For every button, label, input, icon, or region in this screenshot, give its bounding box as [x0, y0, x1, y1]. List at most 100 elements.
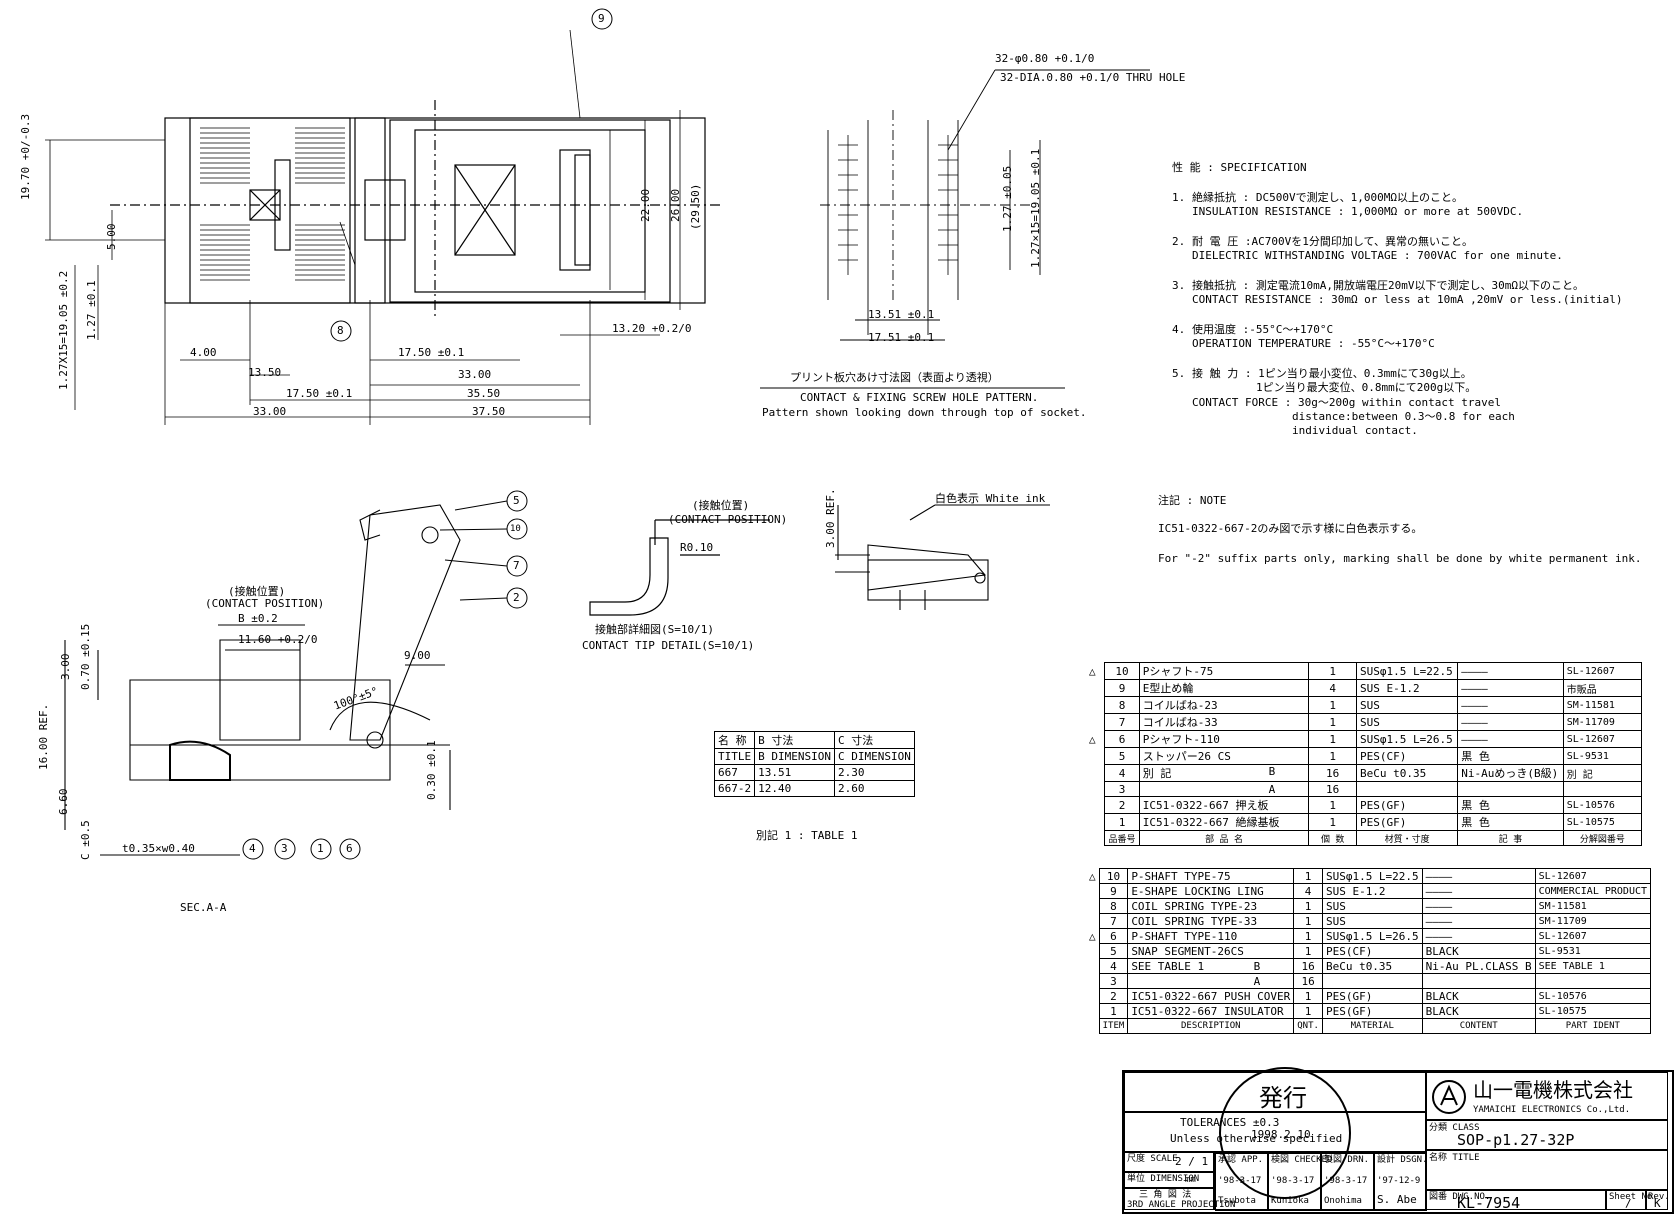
approval-role: 設計 DSGN. — [1377, 1155, 1428, 1165]
bom-name: COIL SPRING TYPE-23 — [1127, 898, 1295, 914]
dim-13-51: 13.51 ±0.1 — [868, 308, 935, 321]
bom-no: 9 — [1098, 883, 1129, 899]
bom-mat — [1355, 781, 1459, 797]
dim-13-50: 13.50 — [248, 366, 282, 379]
bom-name-text: COIL SPRING TYPE-33 — [1131, 914, 1258, 928]
bom-name-text: 別 記 — [1142, 767, 1172, 780]
table-cell: B DIMENSION — [754, 748, 835, 765]
unit-cell: 単位 DIMENSION mm — [1124, 1172, 1214, 1188]
bom-part: 別 記 — [1562, 764, 1643, 782]
approval-name: S. Abe — [1377, 1193, 1417, 1206]
bom-qty: 1 — [1293, 913, 1323, 929]
dim-26-00: 26.00 — [669, 188, 682, 222]
bom-no: 10 — [1104, 662, 1140, 680]
bom-mat: PES(GF) — [1355, 796, 1459, 814]
bom-name: コイルばね-23 — [1138, 696, 1310, 714]
dim-9-00: 9.00 — [404, 649, 431, 662]
bom-footer: 部 品 名 — [1138, 830, 1310, 846]
bom-rev — [1086, 944, 1099, 959]
bom-name: COIL SPRING TYPE-33 — [1127, 913, 1295, 929]
dim-pin-pitch-total: 1.27X15=19.05 ±0.2 — [57, 270, 70, 390]
bom-footer: CONTENT — [1421, 1018, 1536, 1034]
bom-footer: DESCRIPTION — [1127, 1018, 1295, 1034]
company-jp: 山一電機株式会社 — [1473, 1078, 1633, 1102]
balloon-4: 4 — [249, 842, 256, 855]
table-1-caption: 別記 1 : TABLE 1 — [756, 829, 858, 842]
bom-fin: 黒 色 — [1457, 796, 1564, 814]
spec-heading: 性 能 : SPECIFICATION — [1172, 161, 1307, 174]
white-ink-label: 白色表示 White ink — [935, 492, 1046, 505]
pattern-title-jp: プリント板穴あけ寸法図（表面より透視） — [790, 371, 999, 384]
dim-19-70: 19.70 +0/-0.3 — [19, 113, 32, 200]
dwg-label: 図番 DWG.NO. — [1429, 1192, 1491, 1202]
bom-footer: ITEM — [1098, 1018, 1129, 1034]
contact-pos-en-1: (CONTACT POSITION) — [205, 597, 325, 610]
table-cell: C 寸法 — [833, 731, 915, 749]
bom-qty: 1 — [1293, 928, 1323, 944]
bom-part: SEE TABLE 1 — [1534, 958, 1652, 974]
table-cell: 2.30 — [833, 764, 915, 781]
bom-rev — [1086, 914, 1099, 929]
bom-sub: B — [1268, 765, 1276, 778]
table-row: 667-2 12.40 2.60 — [713, 780, 915, 797]
bom-no: 8 — [1104, 696, 1140, 714]
dim-37-50: 37.50 — [472, 405, 506, 418]
bom-name: P-SHAFT TYPE-110 — [1127, 928, 1295, 944]
title-name-cell: 名称 TITLE — [1426, 1150, 1668, 1190]
spec-3-jp: 接触抵抗 : 測定電流10mA,開放端電圧20mV以下で測定し、30mΩ以下のこ… — [1192, 279, 1584, 292]
bom-footer: MATERIAL — [1321, 1018, 1423, 1034]
dim-17-51: 17.51 ±0.1 — [868, 331, 935, 344]
bom-name-text: ストッパー26 CS — [1142, 750, 1231, 763]
bom-name-text: IC51-0322-667 PUSH COVER — [1131, 989, 1291, 1003]
bom-name-text: IC51-0322-667 押え板 — [1142, 799, 1269, 812]
approval-name: Kunioka — [1271, 1196, 1309, 1206]
spec-force-en3: individual contact. — [1292, 424, 1418, 437]
hole-callout-en: 32-DIA.0.80 +0.1/0 THRU HOLE — [1000, 71, 1186, 84]
sheet-label: Sheet No. — [1609, 1192, 1658, 1202]
spec-4-jp: 使用温度 :-55°C〜+170°C — [1192, 323, 1334, 336]
table-cell: 12.40 — [754, 780, 835, 797]
bom-part: SM-11581 — [1534, 898, 1652, 914]
bom-qty: 16 — [1308, 781, 1357, 797]
bom-qty: 1 — [1308, 730, 1357, 748]
bom-qty: 1 — [1308, 747, 1357, 765]
bom-mat: SUS E-1.2 — [1321, 883, 1423, 899]
table-cell: TITLE — [713, 748, 756, 765]
table-cell: C DIMENSION — [833, 748, 915, 765]
bom-qty: 1 — [1293, 988, 1323, 1004]
note-jp: IC51-0322-667-2のみ図で示す様に白色表示する。 — [1158, 522, 1423, 535]
table-cell: 2.60 — [833, 780, 915, 797]
bom-part: SL-12607 — [1534, 868, 1652, 884]
dim-3-00: 3.00 — [59, 653, 72, 681]
dim-33-00-a: 33.00 — [458, 368, 492, 381]
contact-tip-en: CONTACT TIP DETAIL(S=10/1) — [582, 639, 755, 652]
bom-name: IC51-0322-667 PUSH COVER — [1127, 988, 1295, 1004]
bom-no: 3 — [1104, 781, 1140, 797]
bom-qty: 1 — [1293, 1003, 1323, 1019]
bom-no: 7 — [1098, 913, 1129, 929]
table-row: 品番号部 品 名個 数材質・寸度記 事分解図番号 — [1086, 830, 1643, 846]
bom-name: IC51-0322-667 押え板 — [1138, 796, 1310, 814]
contact-pos-jp-2: (接触位置) — [692, 499, 750, 512]
bom-name: A — [1127, 973, 1295, 989]
contact-pos-jp-1: (接触位置) — [228, 585, 286, 598]
dim-35-50: 35.50 — [467, 387, 501, 400]
table-cell: B 寸法 — [754, 731, 835, 749]
bom-no: 1 — [1098, 1003, 1129, 1019]
bom-name: ストッパー26 CS — [1138, 747, 1310, 765]
bom-qty: 4 — [1293, 883, 1323, 899]
bom-rev — [1086, 1004, 1099, 1019]
bom-no: 2 — [1098, 988, 1129, 1004]
radius-label: R0.10 — [680, 541, 714, 554]
